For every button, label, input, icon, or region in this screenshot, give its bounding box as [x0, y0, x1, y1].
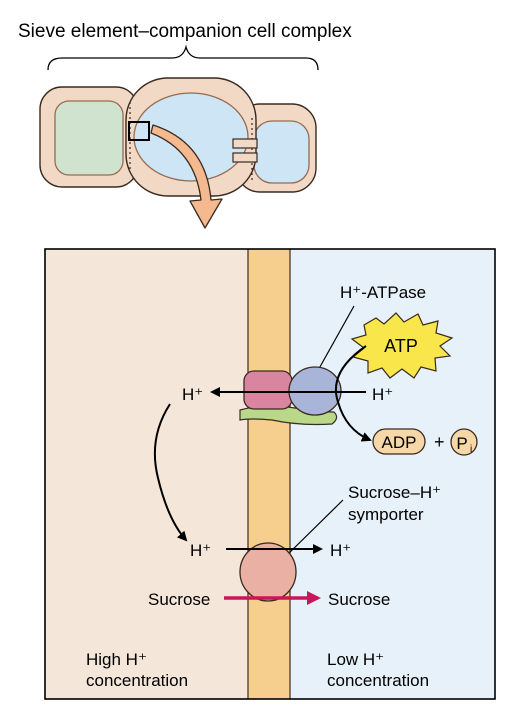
diagram-title: Sieve element–companion cell complex — [18, 21, 352, 42]
h-atpase-label: H⁺-ATPase — [340, 283, 426, 302]
plus-sign: + — [434, 432, 445, 452]
plasmodesma-2 — [232, 152, 258, 163]
magnify-box — [128, 121, 150, 141]
proton-return-arrow — [153, 403, 188, 542]
h-ion-right-top: H⁺ — [372, 385, 393, 404]
pi-circle — [450, 428, 478, 456]
sieve-element-lumen — [133, 92, 249, 182]
title-brace — [47, 44, 319, 71]
low-h-concentration-line2: concentration — [327, 671, 429, 690]
sucrose-right-label: Sucrose — [328, 590, 390, 609]
sucrose-h-symporter — [239, 542, 297, 602]
plasmodesma-1 — [232, 138, 258, 149]
high-h-concentration-line2: concentration — [86, 671, 188, 690]
adp-pill — [372, 428, 426, 455]
h-atpase-leader — [315, 305, 355, 375]
pi-subscript: i — [470, 444, 472, 455]
atp-hydrolysis-arrow — [334, 345, 372, 442]
atp-burst — [350, 312, 454, 379]
h-ion-left-top: H⁺ — [182, 385, 203, 404]
cell-overview — [39, 77, 317, 229]
sucrose-left-label: Sucrose — [148, 590, 210, 609]
low-h-concentration-line1: Low H⁺ — [327, 650, 384, 669]
high-h-concentration-line1: High H⁺ — [86, 650, 147, 669]
detail-panel — [44, 248, 496, 700]
apoplast-region — [45, 249, 248, 699]
membrane-anchor — [239, 405, 338, 426]
adp-label: ADP — [382, 433, 417, 452]
panel-border — [44, 248, 496, 700]
symporter-label-line1: Sucrose–H⁺ — [348, 483, 441, 502]
atpase-transmembrane-subunit — [243, 370, 293, 410]
h-atpase — [239, 366, 342, 426]
zoom-arrow — [150, 124, 223, 229]
left-cell-vacuole — [54, 100, 124, 176]
pi-label: P — [456, 434, 467, 453]
plasma-membrane — [248, 249, 290, 699]
h-ion-left-bottom: H⁺ — [190, 541, 211, 560]
h-ion-right-bottom: H⁺ — [330, 541, 351, 560]
atp-label: ATP — [384, 336, 418, 356]
right-cell-vacuole — [253, 120, 310, 184]
symporter-label-line2: symporter — [348, 505, 424, 524]
